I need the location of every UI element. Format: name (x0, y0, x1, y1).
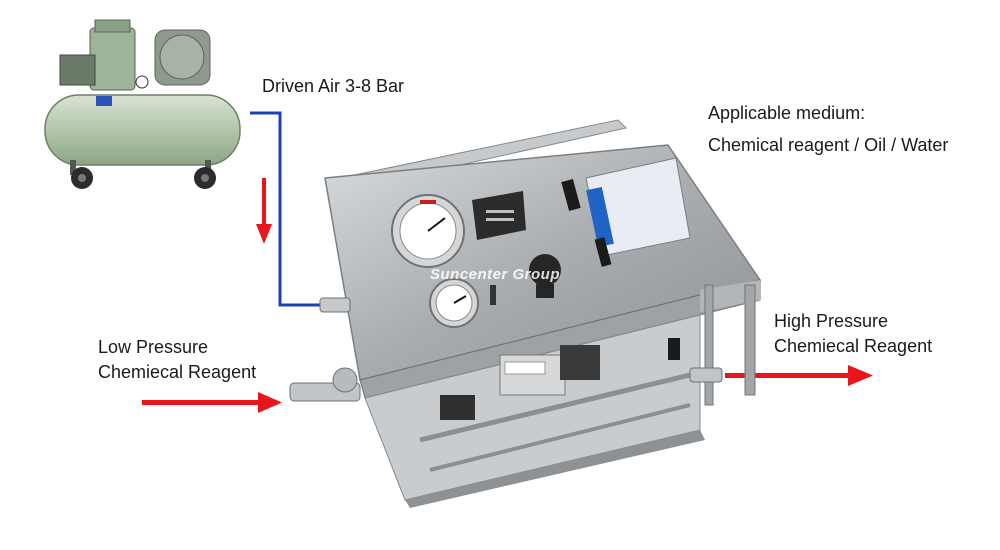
watermark-label: Suncenter Group (430, 266, 561, 283)
low-pressure-inlet-arrow-icon (142, 392, 282, 413)
air-supply-line (250, 111, 333, 307)
high-pressure-medium-label: Chemiecal Reagent (774, 336, 933, 356)
air-pressure-gauge-icon (429, 278, 479, 328)
high-pressure-label: High Pressure (774, 311, 889, 331)
driven-air-label: Driven Air 3-8 Bar (262, 76, 405, 96)
air-compressor-image (44, 19, 241, 189)
air-flow-arrow-icon (256, 178, 272, 244)
medium-title-label: Applicable medium: (708, 103, 866, 123)
high-pressure-outlet-arrow-icon (725, 365, 873, 386)
low-pressure-label: Low Pressure (98, 337, 209, 357)
low-pressure-medium-label: Chemiecal Reagent (98, 362, 257, 382)
outlet-pressure-gauge-icon (391, 194, 465, 268)
medium-list-label: Chemical reagent / Oil / Water (708, 135, 949, 155)
booster-pump-image (289, 119, 762, 508)
